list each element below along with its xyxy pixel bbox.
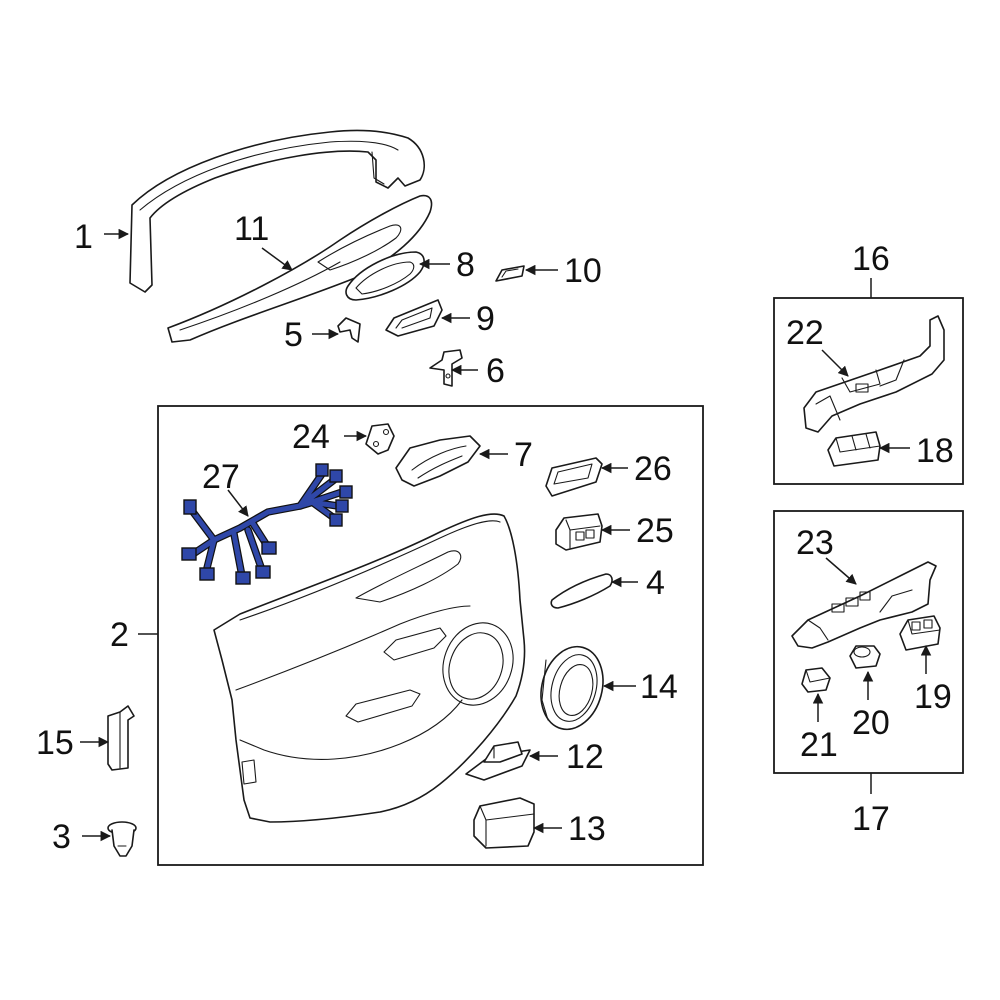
callout-21: 21 [800,726,838,764]
callout-16: 16 [852,240,890,278]
callout-labels: 1 11 8 10 9 5 6 24 7 26 25 4 2 27 14 12 … [36,210,954,856]
part-7-inside-handle[interactable] [395,435,481,487]
part-11-upper-trim-strip[interactable] [167,194,433,343]
callout-27: 27 [202,458,240,496]
part-22-switch-housing[interactable] [803,315,945,433]
leader-lines [80,228,932,842]
callout-18: 18 [916,432,954,470]
callout-10: 10 [564,252,602,290]
part-14-speaker[interactable] [532,640,612,737]
part-9-switch-bezel[interactable] [385,299,443,337]
part-6-bracket[interactable] [429,349,463,387]
part-12-pocket-insert[interactable] [465,741,531,781]
switch-group-17-frame [773,510,964,774]
callout-12: 12 [566,738,604,776]
part-10-small-bezel[interactable] [495,265,525,282]
callout-20: 20 [852,704,890,742]
callout-8: 8 [456,246,475,284]
part-8-handle-bezel[interactable] [345,251,425,301]
callout-26: 26 [634,450,672,488]
part-24-bracket[interactable] [365,423,395,455]
part-15-trim-strip[interactable] [107,705,135,771]
part-19-switch[interactable] [899,615,941,651]
part-27-wiring-harness[interactable] [181,463,353,585]
callout-5: 5 [284,316,303,354]
callout-2: 2 [110,616,129,654]
callout-4: 4 [646,564,665,602]
part-20-switch-knob[interactable] [849,645,881,669]
part-23-switch-housing[interactable] [791,561,937,649]
callout-14: 14 [640,668,678,706]
callout-19: 19 [914,678,952,716]
part-18-switch[interactable] [827,431,881,467]
callout-17: 17 [852,800,890,838]
callout-11: 11 [234,210,269,248]
callout-22: 22 [786,314,824,352]
part-13-control-module[interactable] [473,797,535,849]
callout-23: 23 [796,524,834,562]
callout-1: 1 [74,218,93,256]
callout-6: 6 [486,352,505,390]
callout-25: 25 [636,512,674,550]
part-5-bracket[interactable] [337,317,361,343]
part-4-trim-piece[interactable] [550,573,613,609]
part-3-clip[interactable] [107,821,137,857]
part-25-switch[interactable] [555,513,603,551]
part-21-switch-button[interactable] [801,667,831,693]
callout-13: 13 [568,810,606,848]
part-2-door-trim-panel[interactable] [213,513,526,823]
callout-24: 24 [292,418,330,456]
callout-15: 15 [36,724,74,762]
callout-7: 7 [514,436,533,474]
part-26-bezel[interactable] [545,457,603,497]
door-panel-group-frame [157,405,704,866]
callout-9: 9 [476,300,495,338]
part-1-window-frame-trim[interactable] [129,129,425,293]
callout-3: 3 [52,818,71,856]
switch-group-16-frame [773,297,964,485]
